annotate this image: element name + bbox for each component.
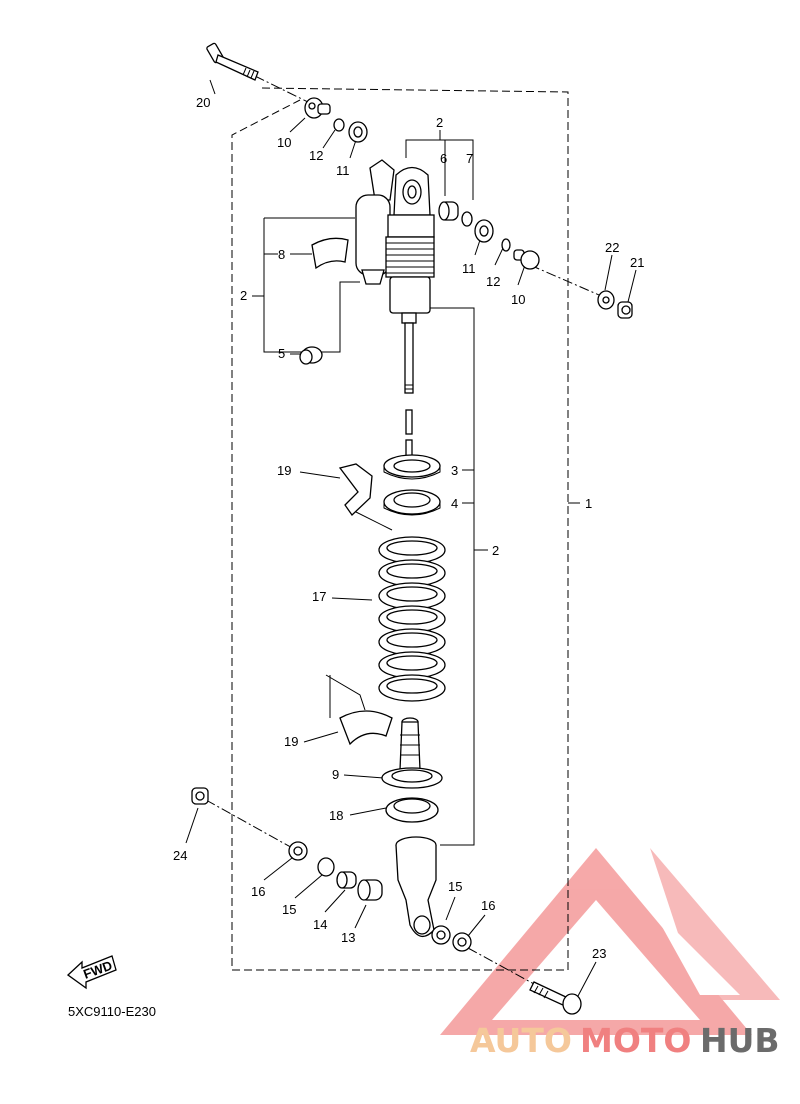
ring-nut-3	[383, 454, 441, 480]
callout-2: 2	[240, 288, 247, 303]
axis-bolt-top	[254, 75, 313, 105]
oring-12-right	[501, 238, 511, 252]
spring-guide-19-lower	[339, 710, 393, 746]
callout-21: 21	[630, 255, 644, 270]
callout-10: 10	[277, 135, 291, 150]
oring-12-upper	[333, 118, 345, 132]
callout-9: 9	[332, 767, 339, 782]
callout-12: 12	[309, 148, 323, 163]
axis-right-lower	[467, 947, 535, 985]
watermark-text: AUTO MOTO HUB	[470, 1021, 780, 1060]
spring-coil-inner	[386, 586, 438, 602]
collar-6	[438, 201, 459, 221]
leader-lines	[185, 79, 637, 997]
fwd-label: FWD	[81, 958, 114, 982]
rubber-8	[311, 237, 349, 270]
callout-16: 16	[251, 884, 265, 899]
callout-11: 11	[462, 261, 476, 276]
callout-6: 6	[440, 151, 447, 166]
bolt-23	[529, 981, 582, 1015]
washer-16-left	[288, 841, 308, 861]
bearing-11-upper	[348, 121, 368, 143]
spring-coil-inner	[386, 540, 438, 556]
callout-19: 19	[284, 734, 298, 749]
callout-22: 22	[605, 240, 619, 255]
callout-13: 13	[341, 930, 355, 945]
cap-5	[299, 346, 323, 365]
pin	[405, 409, 413, 435]
callout-14: 14	[313, 917, 327, 932]
callout-19: 19	[277, 463, 291, 478]
spring-guide-19-upper	[338, 463, 373, 516]
collar-14	[336, 871, 357, 889]
bearing-13	[357, 879, 383, 901]
spring-17	[378, 536, 446, 702]
spring-seat-9	[381, 767, 443, 789]
callout-18: 18	[329, 808, 343, 823]
reservoir	[355, 159, 395, 285]
spring-coil-inner	[386, 563, 438, 579]
spring-coil-inner	[386, 632, 438, 648]
collar-10-right	[513, 249, 540, 270]
callout-23: 23	[592, 946, 606, 961]
callout-8: 8	[278, 247, 285, 262]
diagram-code: 5XC9110-E230	[68, 1004, 156, 1019]
callout-7: 7	[466, 151, 473, 166]
collar-15-right	[431, 925, 451, 945]
callout-15: 15	[448, 879, 462, 894]
washer-16-right	[452, 932, 472, 952]
callout-12: 12	[486, 274, 500, 289]
callout-20: 20	[196, 95, 210, 110]
callout-5: 5	[278, 346, 285, 361]
callout-2: 2	[436, 115, 443, 130]
axis-left-lower	[205, 799, 297, 851]
bearing-11-right	[474, 219, 494, 243]
callout-labels: 1 2 2 2 3 4 5 6 7 8 9 10 10 11 11 12 12 …	[173, 95, 644, 961]
watermark-moto: MOTO	[580, 1021, 691, 1060]
collar-15-left	[317, 857, 335, 877]
callout-15: 15	[282, 902, 296, 917]
collar-10-upper	[304, 97, 331, 119]
bolt-20	[206, 42, 259, 81]
watermark-hub: HUB	[700, 1021, 780, 1060]
callout-24: 24	[173, 848, 187, 863]
watermark-auto: AUTO	[470, 1021, 572, 1060]
callout-10: 10	[511, 292, 525, 307]
ring-nut-4	[383, 489, 441, 516]
callout-11: 11	[336, 163, 350, 178]
washer-22	[597, 290, 615, 310]
callout-4: 4	[451, 496, 458, 511]
axis-right-upper	[529, 264, 607, 299]
spring-coil-inner	[386, 655, 438, 671]
callout-3: 3	[451, 463, 458, 478]
lower-clevis	[395, 836, 437, 937]
oring-7	[461, 211, 473, 227]
fwd-arrow-icon: FWD	[66, 955, 117, 990]
assembly-outline	[231, 87, 569, 971]
spring-coil-inner	[386, 609, 438, 625]
shock-body	[385, 166, 435, 394]
callout-17: 17	[312, 589, 326, 604]
nut-24	[191, 787, 209, 805]
spring-coil-inner	[386, 678, 438, 694]
rod-end	[405, 439, 413, 457]
nut-21	[617, 301, 633, 319]
callout-2: 2	[492, 543, 499, 558]
callout-1: 1	[585, 496, 592, 511]
watermark-logo	[440, 848, 780, 1035]
bump-stop	[399, 717, 421, 771]
seat-18	[385, 797, 439, 823]
callout-16: 16	[481, 898, 495, 913]
